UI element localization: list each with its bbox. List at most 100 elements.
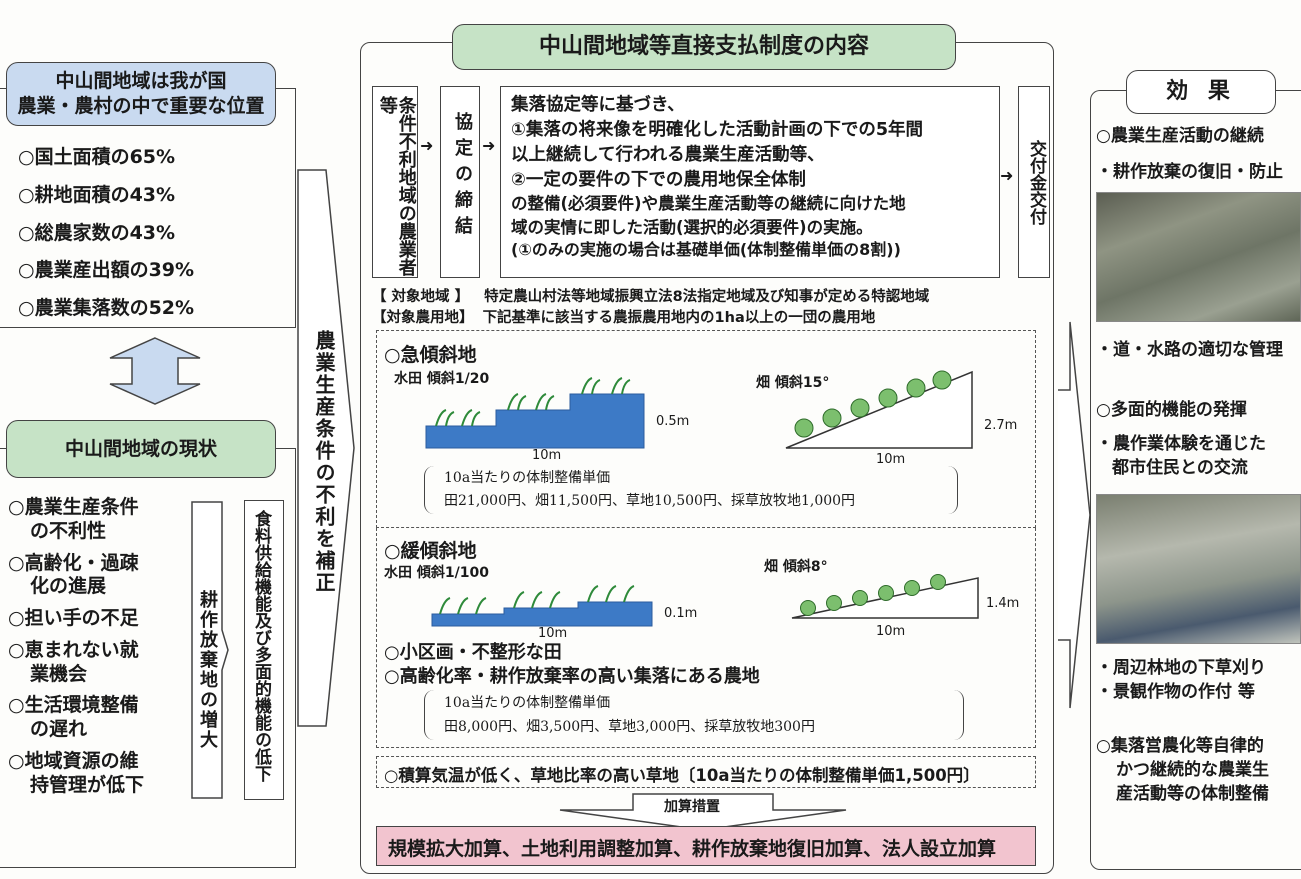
- left-top-title: 中山間地域は我が国 農業・農村の中で重要な位置: [6, 62, 276, 126]
- desc-line: ②一定の要件の下での農用地保全体制: [511, 169, 806, 190]
- effect-item: ・農作業体験を通じた: [1096, 434, 1266, 454]
- condition-line: の遅れ: [30, 718, 88, 740]
- conditions-list: ○農業生産条件の不利性 ○高齢化・過疎化の進展 ○担い手の不足 ○恵まれない就業…: [8, 496, 188, 797]
- steep-paddy-terrace-icon: [425, 377, 645, 449]
- condition-line: の不利性: [30, 519, 107, 542]
- target-area-row: 【 対象地域 】 特定農山村法等地域振興立法8法指定地域及び知事が定める特認地域: [372, 285, 929, 306]
- down-arrow-icon: [559, 793, 847, 831]
- effect-item: ・耕作放棄の復旧・防止: [1096, 162, 1283, 182]
- gentle-paddy-label: 水田 傾斜1/100: [384, 565, 489, 581]
- condition-line: 持管理が低下: [30, 773, 145, 796]
- effect-item: ・景観作物の作付 等: [1096, 682, 1255, 702]
- big-right-arrow-icon: [297, 169, 355, 727]
- gentle-paddy-width: 10m: [538, 626, 568, 641]
- stat-item: ○総農家数の43%: [18, 221, 176, 244]
- steep-heading: ○急傾斜地: [384, 344, 477, 366]
- gentle-unit-bracket: [424, 690, 964, 740]
- col1-text: 条件不利地域の農業者等: [376, 96, 417, 276]
- condition-line: 化の進展: [30, 575, 107, 598]
- desc-line: の整備(必須要件)や農業生産活動等の継続に向けた地: [511, 194, 906, 214]
- gentle-heading: ○緩傾斜地: [384, 540, 477, 562]
- col2-box: [440, 86, 480, 278]
- target-land-label: 【対象農用地】: [372, 310, 474, 326]
- stats-list: ○国土面積の65% ○耕地面積の43% ○総農家数の43% ○農業産出額の39%…: [18, 146, 194, 321]
- target-land-text: 下記基準に該当する農振農用地内の1ha以上の一団の農用地: [482, 310, 876, 326]
- steep-unit-values: 田21,000円、畑11,500円、草地10,500円、採草放牧地1,000円: [444, 493, 856, 509]
- left-top-title-line1: 中山間地域は我が国: [55, 70, 227, 92]
- gentle-field-height: 1.4m: [986, 596, 1020, 611]
- steep-paddy-label: 水田 傾斜1/20: [394, 371, 490, 387]
- steep-paddy-height: 0.5m: [656, 414, 690, 429]
- condition-item: ○高齢化・過疎化の進展: [8, 552, 188, 600]
- stat-item: ○農業集落数の52%: [18, 297, 195, 319]
- steep-field-width: 10m: [876, 452, 906, 467]
- steep-field-height: 2.7m: [984, 418, 1018, 433]
- condition-line: ○恵まれない就: [8, 638, 139, 661]
- gentle-unit-label: 10a当たりの体制整備単価: [444, 695, 611, 711]
- arrow-icon: ➜: [1000, 166, 1014, 185]
- desc-box: 集落協定等に基づき、 ①集落の将来像を明確化した活動計画の下での5年間 以上継続…: [500, 86, 1000, 278]
- arrow-icon: ➜: [420, 136, 434, 155]
- desc-line: 域の実情に即した活動(選択的必須要件)の実施。: [511, 217, 873, 237]
- grassland-text: ○積算気温が低く、草地比率の高い草地〔10a当たりの体制整備単価1,500円〕: [384, 766, 980, 785]
- condition-item: ○地域資源の維持管理が低下: [8, 750, 188, 798]
- target-area-text: 特定農山村法等地域振興立法8法指定地域及び知事が定める特認地域: [484, 289, 930, 305]
- left-top-title-line2: 農業・農村の中で重要な位置: [17, 94, 265, 117]
- condition-line: 業機会: [30, 662, 88, 685]
- gentle-unit-values: 田8,000円、畑3,500円、草地3,000円、採草放牧地300円: [444, 719, 815, 735]
- col2-text: 協定の締結: [452, 112, 473, 242]
- center-title: 中山間地域等直接支払制度の内容: [452, 24, 956, 70]
- terrace-restoration-photo: [1096, 192, 1301, 322]
- farm-experience-photo: [1096, 494, 1301, 644]
- effect-item: ○農業生産活動の継続: [1096, 126, 1264, 146]
- stat-item: ○国土面積の65%: [18, 146, 176, 168]
- stat-item: ○農業産出額の39%: [18, 259, 195, 282]
- desc-line: 集落協定等に基づき、: [511, 95, 685, 115]
- desc-line: ①集落の将来像を明確化した活動計画の下での5年間: [511, 119, 923, 140]
- steep-field-slope-icon: [785, 370, 973, 449]
- effect-item: ・道・水路の適切な管理: [1096, 340, 1283, 360]
- target-land-row: 【対象農用地】 下記基準に該当する農振農用地内の1ha以上の一団の農用地: [372, 306, 875, 327]
- desc-line: (①のみの実施の場合は基礎単価(体制整備単価の8割)): [511, 240, 901, 260]
- condition-item: ○恵まれない就業機会: [8, 639, 188, 687]
- col1-box: [372, 86, 418, 278]
- condition-line: ○担い手の不足: [8, 607, 139, 629]
- steep-unit-bracket: [424, 466, 958, 514]
- condition-line: ○地域資源の維: [8, 749, 139, 772]
- gentle-paddy-terrace-icon: [431, 585, 653, 627]
- abandon-arrow-text: 耕作放棄地の増大: [197, 590, 218, 750]
- effect-item: ○集落営農化等自律的: [1096, 736, 1264, 756]
- decline-box: [244, 500, 284, 800]
- gentle-section: [376, 528, 1036, 748]
- gentle-field-width: 10m: [876, 624, 906, 639]
- gentle-field-slope-icon: [791, 574, 979, 619]
- aging-farmland: ○高齢化率・耕作放棄率の高い集落にある農地: [384, 666, 760, 687]
- double-arrow-icon: [109, 337, 201, 405]
- steep-paddy-width: 10m: [532, 448, 562, 463]
- addition-box: [376, 826, 1036, 866]
- steep-section: [376, 330, 1036, 528]
- condition-item: ○生活環境整備の遅れ: [8, 694, 188, 742]
- grassland-section: [376, 756, 1036, 788]
- big-arrow-text: 農業生産条件の不利を補正: [312, 330, 336, 594]
- small-irregular-paddy: ○小区画・不整形な田: [384, 642, 562, 663]
- right-bracket-arrow-icon: [1058, 321, 1091, 709]
- target-area-label: 【 対象地域 】: [372, 289, 470, 305]
- addition-text: 規模拡大加算、土地利用調整加算、耕作放棄地復旧加算、法人設立加算: [388, 838, 997, 860]
- gentle-field-label: 畑 傾斜8°: [764, 559, 828, 575]
- effect-item: かつ継続的な農業生: [1116, 760, 1269, 780]
- condition-line: ○生活環境整備: [8, 694, 139, 717]
- condition-item: ○農業生産条件の不利性: [8, 496, 188, 544]
- decline-text: 食料供給機能及び多面的機能の低下: [251, 510, 271, 782]
- effect-item: 都市住民との交流: [1112, 458, 1248, 478]
- desc-line: 以上継続して行われる農業生産活動等、: [511, 144, 825, 165]
- effect-item: ○多面的機能の発揮: [1096, 400, 1247, 420]
- col4-box: [1018, 86, 1050, 278]
- col4-text: 交付金交付: [1026, 140, 1046, 225]
- effect-item: ・周辺林地の下草刈り: [1096, 658, 1266, 678]
- gentle-paddy-height: 0.1m: [664, 606, 698, 621]
- effect-item: 産活動等の体制整備: [1116, 784, 1269, 804]
- abandon-arrow-shape: [191, 501, 229, 799]
- stat-item: ○耕地面積の43%: [18, 183, 176, 206]
- addition-label: 加算措置: [664, 799, 720, 815]
